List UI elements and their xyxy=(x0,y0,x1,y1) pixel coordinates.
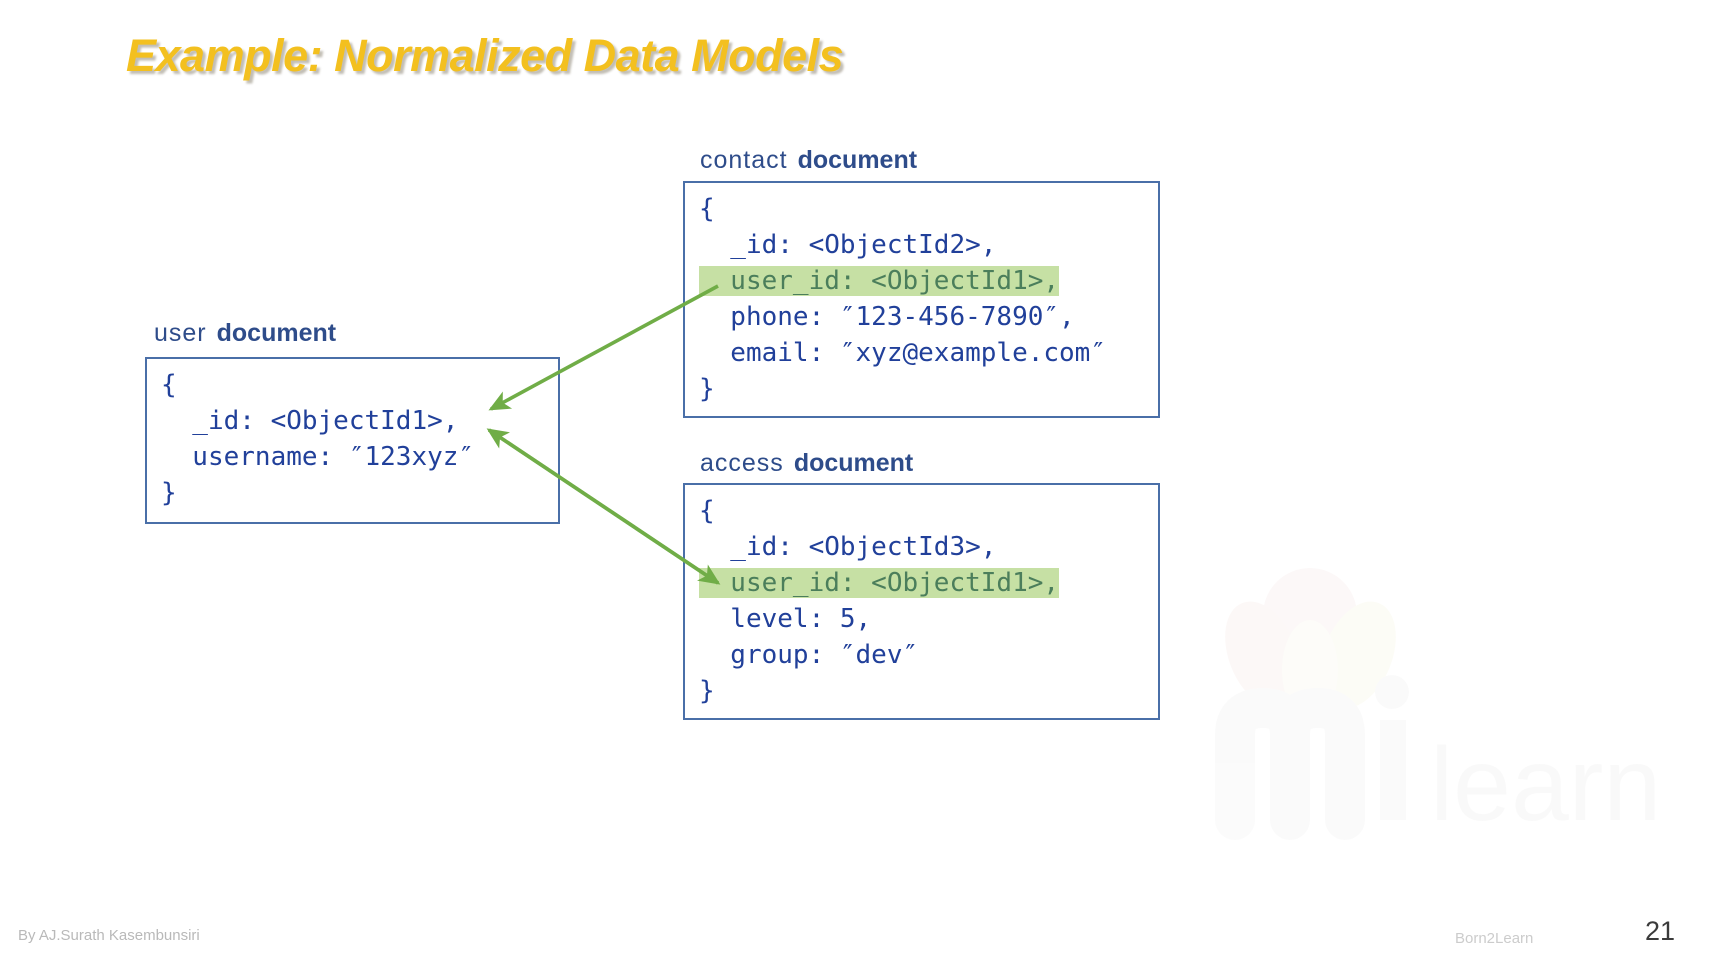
code-line: { xyxy=(161,370,177,400)
code-line-highlighted: user_id: <ObjectId1>, xyxy=(699,266,1060,296)
code-line: { xyxy=(699,496,715,526)
watermark-petal-right-icon xyxy=(1320,601,1396,709)
footer-brand: Born2Learn xyxy=(1455,930,1534,947)
footer-author: By AJ.Surath Kasembunsiri xyxy=(18,927,200,944)
code-line-highlighted: user_id: <ObjectId1>, xyxy=(699,568,1060,598)
access-label-kind: document xyxy=(793,449,914,477)
access-document-code: { _id: <ObjectId3>, user_id: <ObjectId1>… xyxy=(685,485,1158,717)
user-document-label: user document xyxy=(154,319,336,348)
code-line: phone: ″123-456-7890″, xyxy=(699,302,1075,332)
contact-label-name: contact xyxy=(700,146,788,174)
watermark-logo: learn xyxy=(1215,568,1661,840)
contact-label-kind: document xyxy=(797,146,918,174)
contact-document-label: contact document xyxy=(700,146,917,175)
page-number: 21 xyxy=(1645,916,1676,946)
access-label-name: access xyxy=(700,449,784,477)
code-line: } xyxy=(161,478,177,508)
code-line: { xyxy=(699,194,715,224)
watermark-text: learn xyxy=(1430,727,1661,840)
contact-document-code: { _id: <ObjectId2>, user_id: <ObjectId1>… xyxy=(685,183,1158,415)
page-title: Example: Normalized Data Models xyxy=(126,30,844,81)
user-label-kind: document xyxy=(216,319,337,347)
code-line: _id: <ObjectId3>, xyxy=(699,532,997,562)
code-line: } xyxy=(699,676,715,706)
watermark-i-icon xyxy=(1380,720,1406,820)
watermark-petal-mid-icon xyxy=(1282,620,1338,720)
user-document-box: { _id: <ObjectId1>, username: ″123xyz″ } xyxy=(145,357,560,524)
code-line: _id: <ObjectId1>, xyxy=(161,406,459,436)
code-line: level: 5, xyxy=(699,604,872,634)
code-line: username: ″123xyz″ xyxy=(161,442,475,472)
code-line: _id: <ObjectId2>, xyxy=(699,230,997,260)
code-line: group: ″dev″ xyxy=(699,640,919,670)
user-label-name: user xyxy=(154,319,207,347)
watermark-m-icon xyxy=(1215,687,1365,840)
user-document-code: { _id: <ObjectId1>, username: ″123xyz″ } xyxy=(147,359,558,519)
access-document-label: access document xyxy=(700,449,913,478)
watermark-dot-icon xyxy=(1375,675,1409,709)
code-line: } xyxy=(699,374,715,404)
code-line: email: ″xyz@example.com″ xyxy=(699,338,1106,368)
watermark-petal-center-icon xyxy=(1263,568,1357,662)
watermark-petal-left-icon xyxy=(1225,601,1301,709)
access-document-box: { _id: <ObjectId3>, user_id: <ObjectId1>… xyxy=(683,483,1160,720)
contact-document-box: { _id: <ObjectId2>, user_id: <ObjectId1>… xyxy=(683,181,1160,418)
